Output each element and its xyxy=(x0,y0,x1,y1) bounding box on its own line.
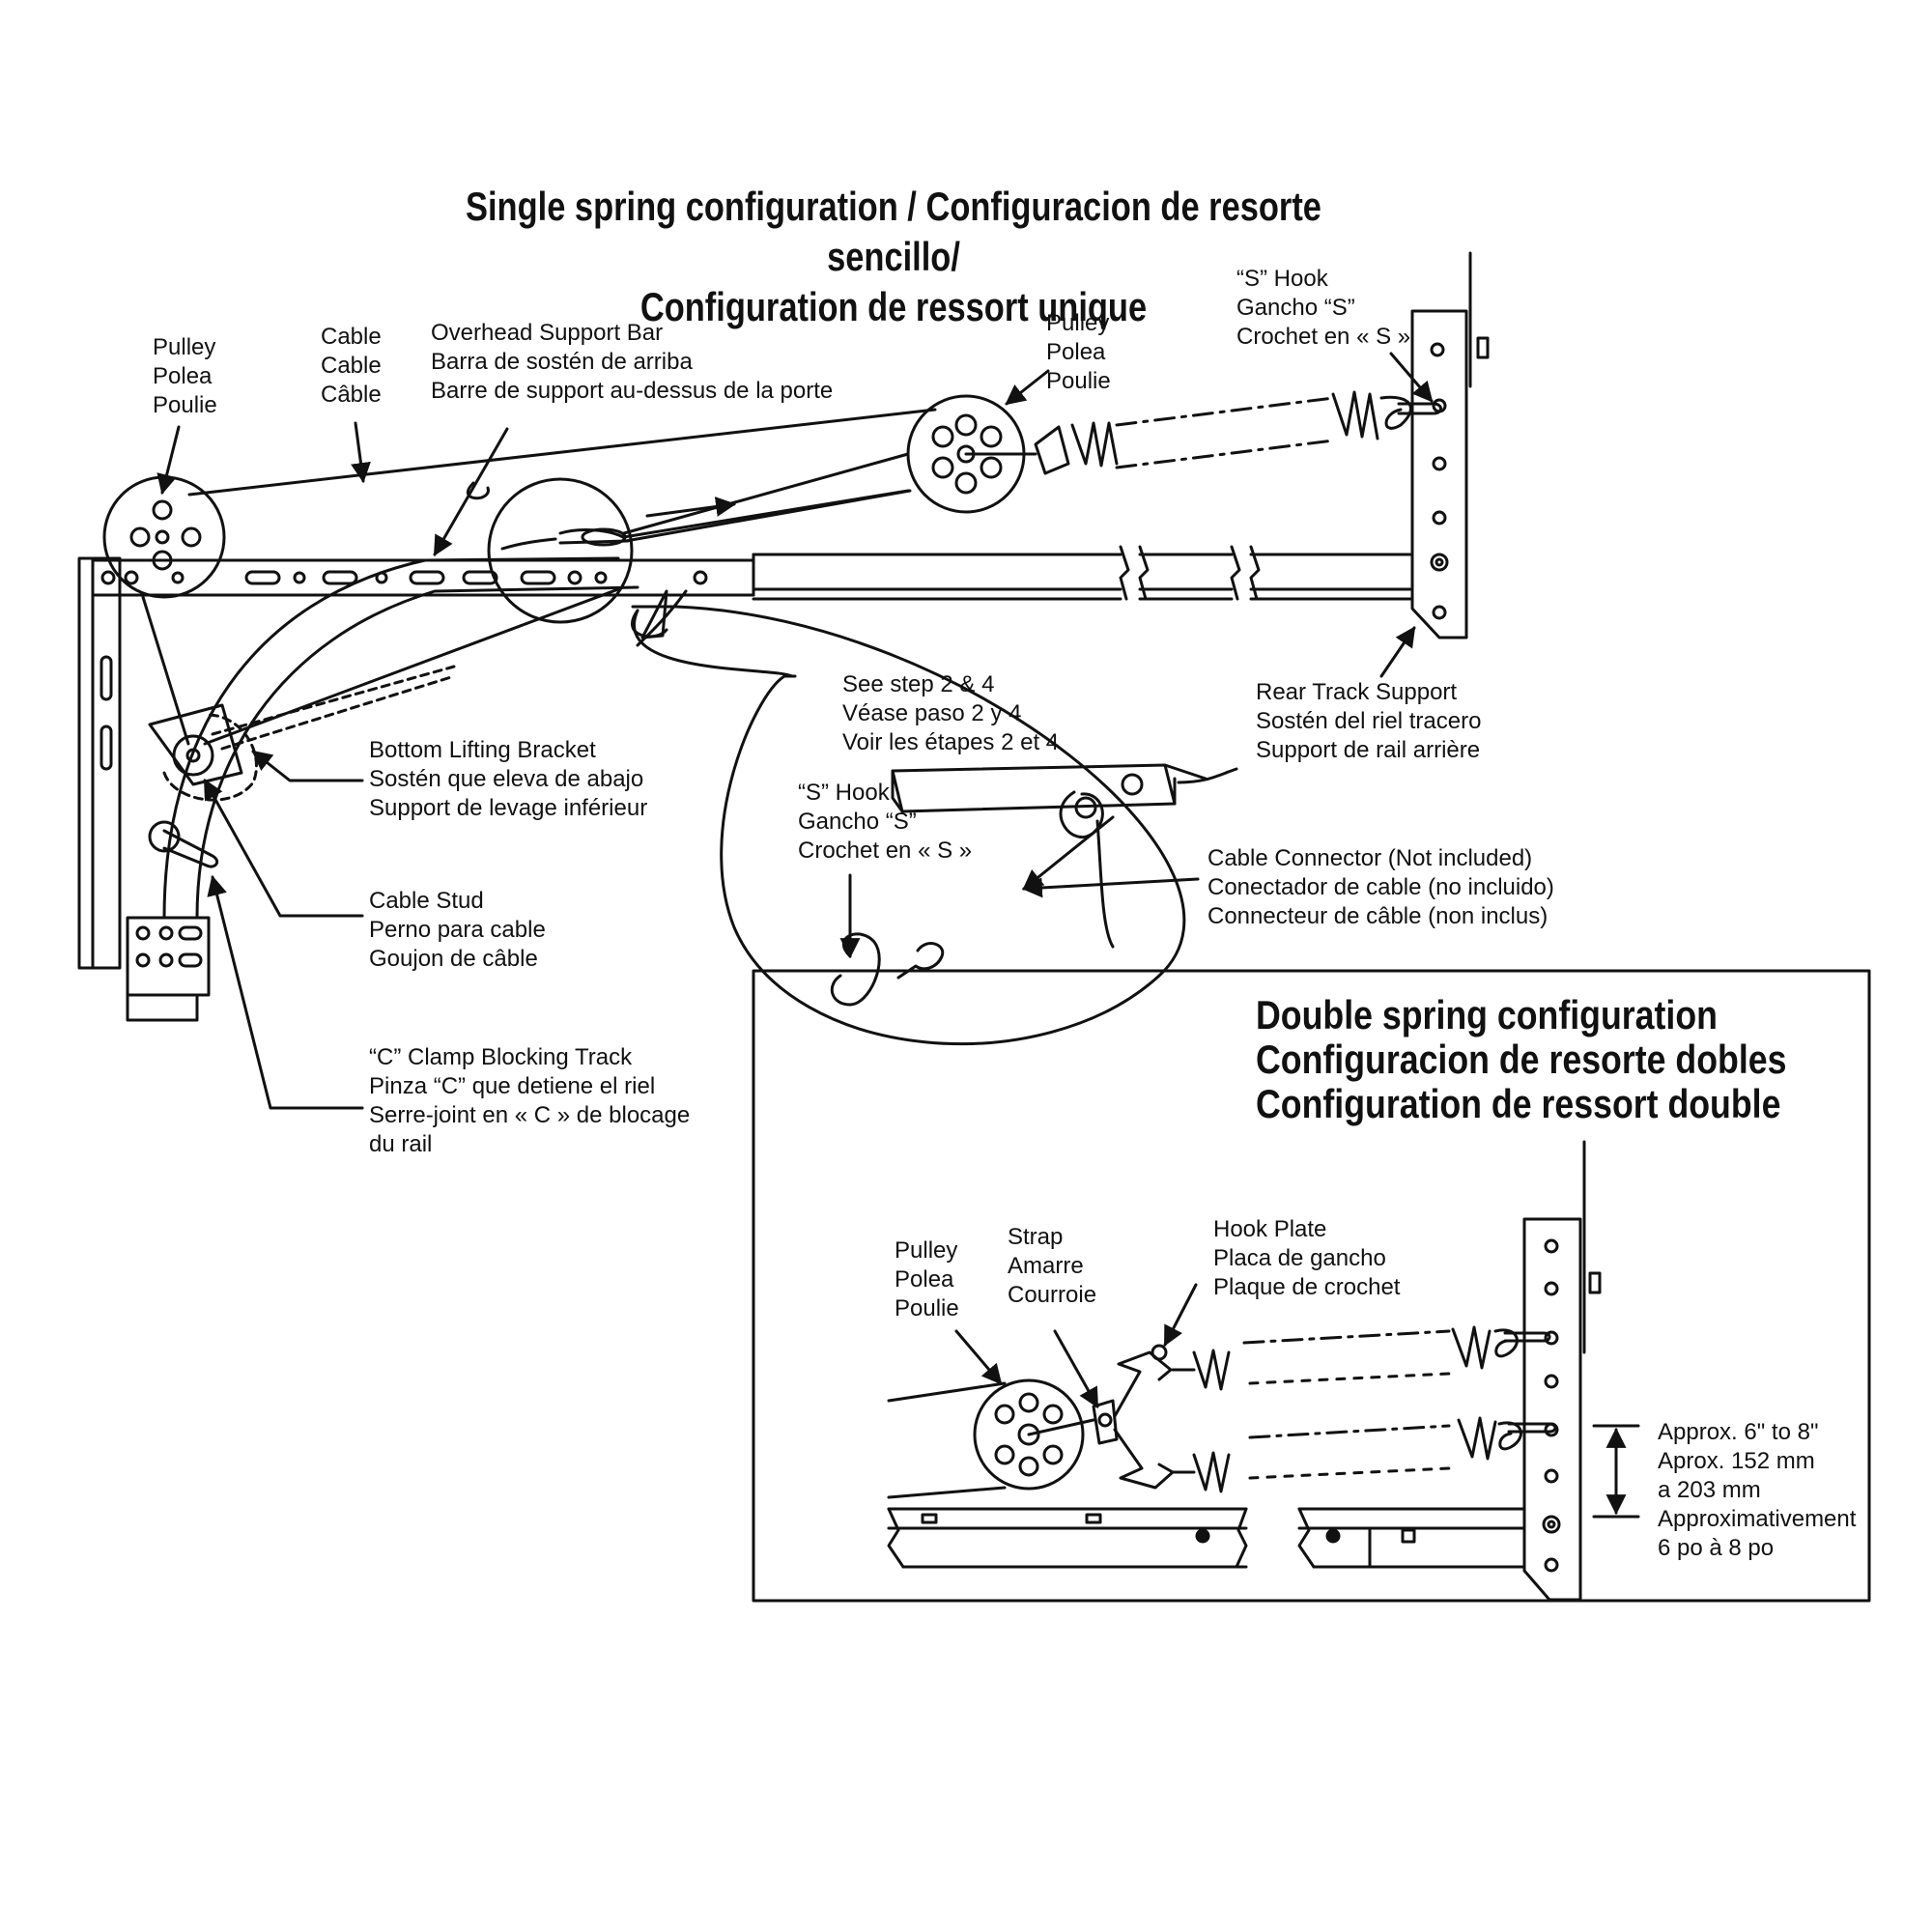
label-line: Gancho “S” xyxy=(1236,295,1355,321)
double-leader-lines xyxy=(954,1283,1198,1408)
detail-circle xyxy=(631,589,1238,1046)
label-cable-stud: Cable Stud Perno para cable Goujon de câ… xyxy=(369,887,546,974)
left-pulley xyxy=(102,408,937,746)
label-line: Poulie xyxy=(895,1295,959,1321)
label-line: du rail xyxy=(369,1131,433,1157)
single-title-line2: Configuration de ressort unique xyxy=(639,284,1148,329)
cable-segment xyxy=(622,452,910,535)
label-line: Câble xyxy=(321,382,382,408)
double-title-line1: Double spring configuration xyxy=(1256,992,1718,1037)
label-line: Amarre xyxy=(1008,1253,1084,1279)
label-line: Connecteur de câble (non inclus) xyxy=(1208,903,1548,929)
label-line: Strap xyxy=(1008,1224,1064,1250)
double-title-line2: Configuracion de resorte dobles xyxy=(1256,1037,1787,1082)
leader-lines xyxy=(156,352,1434,1110)
horizontal-track xyxy=(752,545,1414,601)
label-line: Cable Stud xyxy=(369,888,484,914)
single-title-line1: Single spring configuration / Configurac… xyxy=(466,184,1321,279)
label-line: Support de rail arrière xyxy=(1256,737,1481,763)
double-config-title: Double spring configuration Configuracio… xyxy=(1256,993,1786,1126)
curved-track xyxy=(162,556,639,920)
label-approx-spacing: Approx. 6" to 8" Aprox. 152 mm a 203 mm … xyxy=(1658,1418,1856,1563)
label-pulley-double: Pulley Polea Poulie xyxy=(895,1236,959,1323)
label-line: Pulley xyxy=(895,1237,958,1264)
cable-segment-lower xyxy=(622,489,910,539)
label-line: Approximativement xyxy=(1658,1506,1857,1532)
label-line: Courroie xyxy=(1008,1282,1097,1308)
label-line: See step 2 & 4 xyxy=(842,671,995,697)
label-hook-plate: Hook Plate Placa de gancho Plaque de cro… xyxy=(1213,1215,1400,1302)
label-line: Barre de support au-dessus de la porte xyxy=(431,378,834,404)
label-rear-track-support: Rear Track Support Sostén del riel trace… xyxy=(1256,678,1481,765)
label-line: Aprox. 152 mm xyxy=(1658,1448,1815,1474)
label-line: Sostén del riel tracero xyxy=(1256,708,1482,734)
double-title-line3: Configuration de ressort double xyxy=(1256,1081,1781,1126)
label-line: Crochet en « S » xyxy=(798,838,973,864)
label-line: “S” Hook xyxy=(1236,266,1328,292)
label-line: Rear Track Support xyxy=(1256,679,1458,705)
label-line: Conectador de cable (no incluido) xyxy=(1208,874,1554,900)
label-line: Pinza “C” que detiene el riel xyxy=(369,1073,656,1099)
label-line: Hook Plate xyxy=(1213,1216,1327,1242)
label-line: Cable xyxy=(321,324,382,350)
rear-track-support xyxy=(1410,251,1490,639)
label-cable: Cable Cable Câble xyxy=(321,323,382,410)
label-line: Cable Connector (Not included) xyxy=(1208,845,1533,871)
double-config-panel xyxy=(752,969,1871,1603)
label-line: Poulie xyxy=(153,392,217,418)
label-line: Approx. 6" to 8" xyxy=(1658,1419,1819,1445)
label-line: Voir les étapes 2 et 4 xyxy=(842,729,1060,755)
label-line: Crochet en « S » xyxy=(1236,324,1411,350)
label-line: Perno para cable xyxy=(369,917,546,943)
label-line: Bottom Lifting Bracket xyxy=(369,737,596,763)
mid-pulley xyxy=(906,394,1070,514)
label-strap: Strap Amarre Courroie xyxy=(1008,1223,1096,1310)
label-line: Cable xyxy=(321,353,382,379)
label-pulley-left: Pulley Polea Poulie xyxy=(153,333,217,420)
top-spring xyxy=(1070,390,1442,469)
bottom-lifting-bracket xyxy=(148,665,456,802)
double-track xyxy=(887,1507,1526,1569)
label-line: Placa de gancho xyxy=(1213,1245,1386,1271)
double-pulley xyxy=(887,1378,1119,1499)
label-line: Polea xyxy=(153,363,213,389)
label-line: Overhead Support Bar xyxy=(431,320,664,346)
cable-direction-arrow xyxy=(645,497,737,518)
label-pulley-mid: Pulley Polea Poulie xyxy=(1046,309,1111,396)
label-line: Barra de sostén de arriba xyxy=(431,349,693,375)
label-line: Poulie xyxy=(1046,368,1111,394)
label-line: Gancho “S” xyxy=(798,809,917,835)
label-s-hook-top: “S” Hook Gancho “S” Crochet en « S » xyxy=(1236,265,1410,352)
label-s-hook-detail: “S” Hook Gancho “S” Crochet en « S » xyxy=(798,779,972,866)
label-line: Goujon de câble xyxy=(369,946,538,972)
label-line: Polea xyxy=(895,1266,954,1293)
label-line: Support de levage inférieur xyxy=(369,795,648,821)
label-line: Sostén que eleva de abajo xyxy=(369,766,644,792)
label-line: a 203 mm xyxy=(1658,1477,1761,1503)
cable-stud xyxy=(148,820,219,868)
label-line: Polea xyxy=(1046,339,1106,365)
label-overhead-support-bar: Overhead Support Bar Barra de sostén de … xyxy=(431,319,833,406)
label-line: Plaque de crochet xyxy=(1213,1274,1401,1300)
single-config-title: Single spring configuration / Configurac… xyxy=(399,182,1389,332)
label-line: Pulley xyxy=(1046,310,1110,336)
double-rear-support xyxy=(1522,1140,1602,1602)
label-c-clamp: “C” Clamp Blocking Track Pinza “C” que d… xyxy=(369,1043,690,1159)
double-hook-plate xyxy=(1113,1344,1196,1490)
label-line: Véase paso 2 y 4 xyxy=(842,700,1022,726)
label-line: Serre-joint en « C » de blocage xyxy=(369,1102,691,1128)
vertical-door-track xyxy=(77,556,211,1022)
label-line: “S” Hook xyxy=(798,780,890,806)
label-see-step: See step 2 & 4 Véase paso 2 y 4 Voir les… xyxy=(842,670,1059,757)
double-springs xyxy=(1192,1325,1557,1493)
label-line: “C” Clamp Blocking Track xyxy=(369,1044,633,1070)
label-line: Pulley xyxy=(153,334,216,360)
spacing-dimension-arrow xyxy=(1592,1424,1640,1519)
label-line: 6 po à 8 po xyxy=(1658,1535,1775,1561)
label-bottom-lifting-bracket: Bottom Lifting Bracket Sostén que eleva … xyxy=(369,736,647,823)
label-cable-connector: Cable Connector (Not included) Conectado… xyxy=(1208,844,1554,931)
